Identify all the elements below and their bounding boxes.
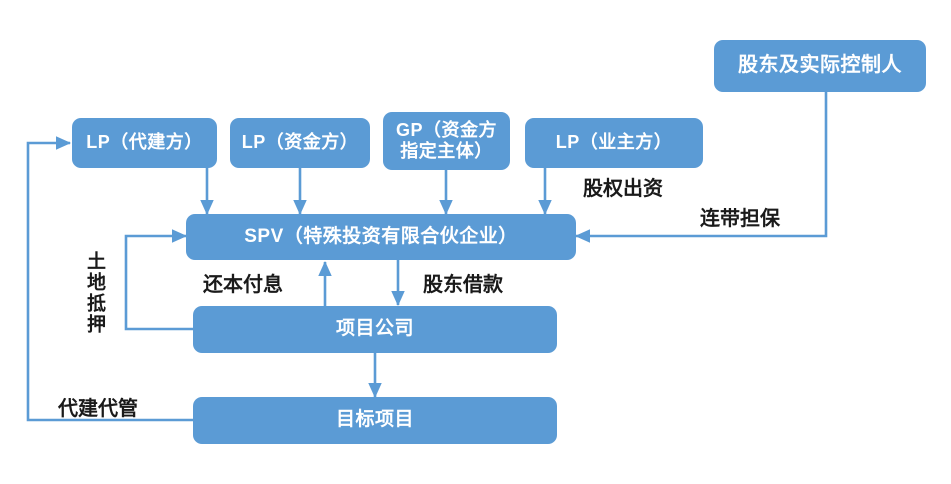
node-gp-label: GP（资金方指定主体） (395, 119, 497, 161)
node-target-project[interactable]: 目标项目 (193, 397, 557, 444)
edge-label-shareholder-loan: 股东借款 (423, 272, 503, 296)
edge-label-joint-guarantee: 连带担保 (700, 206, 780, 230)
node-lp-owner[interactable]: LP（业主方） (525, 118, 703, 168)
node-shareholder[interactable]: 股东及实际控制人 (714, 40, 926, 92)
edge-label-repay-principal: 还本付息 (203, 272, 283, 296)
node-shareholder-label: 股东及实际控制人 (738, 54, 902, 77)
wire-agency-construction (26, 136, 193, 422)
node-project-co[interactable]: 项目公司 (193, 306, 557, 353)
node-spv[interactable]: SPV（特殊投资有限合伙企业） (186, 214, 576, 260)
node-lp-funder-label: LP（资金方） (241, 132, 359, 153)
node-gp[interactable]: GP（资金方指定主体） (383, 112, 510, 170)
edge-label-land-mortgage: 土地抵押 (84, 251, 106, 335)
wire-land-mortgage (124, 229, 193, 331)
node-lp-owner-label: LP（业主方） (555, 132, 673, 153)
node-lp-builder-label: LP（代建方） (86, 132, 203, 153)
node-project-co-label: 项目公司 (335, 318, 414, 340)
edge-label-agency-construction: 代建代管 (58, 396, 138, 420)
node-lp-builder[interactable]: LP（代建方） (72, 118, 217, 168)
node-spv-label: SPV（特殊投资有限合伙企业） (244, 225, 518, 247)
edge-label-equity-contribution: 股权出资 (583, 176, 663, 200)
node-lp-funder[interactable]: LP（资金方） (230, 118, 370, 168)
node-target-project-label: 目标项目 (335, 409, 414, 431)
